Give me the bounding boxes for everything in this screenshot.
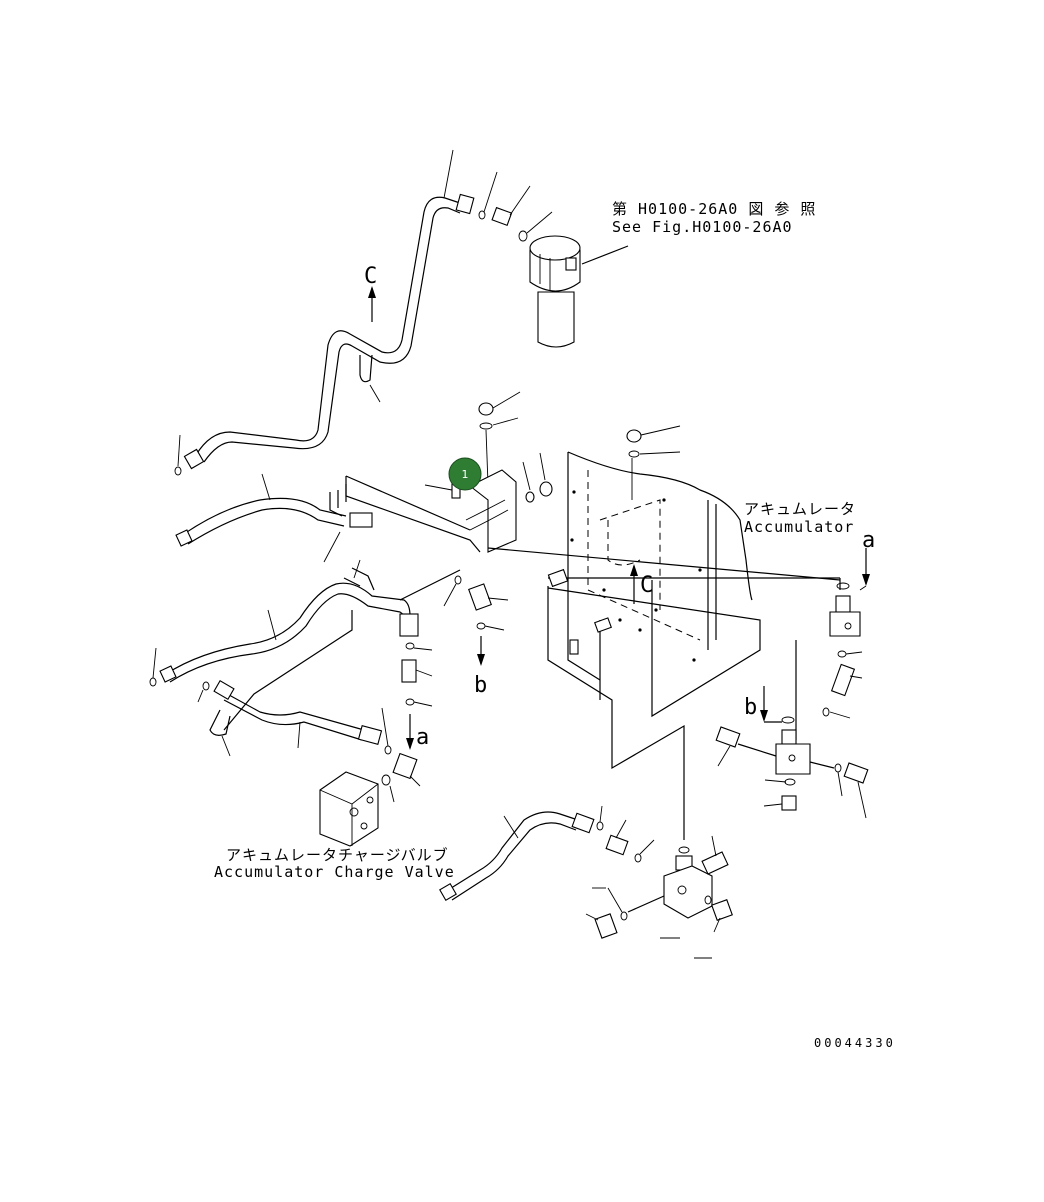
connector-a-left-label: a bbox=[416, 725, 429, 750]
lower-hose bbox=[197, 680, 392, 757]
right-upper-block: a bbox=[795, 528, 875, 740]
connector-b-right-label: b bbox=[744, 695, 757, 720]
filter-ref-jp: 第 H0100-26A0 図 参 照 bbox=[612, 200, 816, 218]
hydraulic-filter bbox=[529, 235, 629, 348]
connector-b-left-label: b bbox=[474, 673, 487, 698]
bottom-hose bbox=[439, 805, 655, 901]
right-lower-block: b bbox=[715, 686, 869, 819]
accumulator-charge-valve bbox=[319, 752, 421, 847]
assembly-outline-lines bbox=[223, 475, 841, 840]
connector-c-mid: C bbox=[630, 564, 653, 604]
mounting-bracket bbox=[424, 391, 553, 553]
connector-a-left: a bbox=[406, 714, 429, 750]
connector-c-mid-label: C bbox=[640, 573, 653, 598]
lower-manifold bbox=[585, 835, 733, 959]
accumulator-panel bbox=[567, 425, 753, 681]
callout-1[interactable]: 1 bbox=[448, 457, 482, 491]
middle-hoses bbox=[149, 473, 419, 687]
connector-b-left: b bbox=[474, 636, 487, 698]
charge-valve-label-jp: アキュムレータチャージバルブ bbox=[226, 846, 449, 864]
connector-a-right-label: a bbox=[862, 528, 875, 553]
connector-c-top-label: C bbox=[364, 264, 377, 289]
accumulator-label-en: Accumulator bbox=[744, 518, 854, 536]
callout-1-number: 1 bbox=[462, 468, 469, 481]
charge-valve-label-en: Accumulator Charge Valve bbox=[214, 863, 455, 881]
connector-c-top: C bbox=[364, 264, 377, 322]
fittings-column bbox=[401, 575, 509, 707]
drawing-number: 00044330 bbox=[814, 1036, 896, 1050]
filter-fittings bbox=[478, 171, 553, 242]
upper-hose-assembly bbox=[174, 149, 475, 476]
filter-ref-en: See Fig.H0100-26A0 bbox=[612, 218, 793, 236]
accumulator-label-jp: アキュムレータ bbox=[744, 500, 856, 518]
